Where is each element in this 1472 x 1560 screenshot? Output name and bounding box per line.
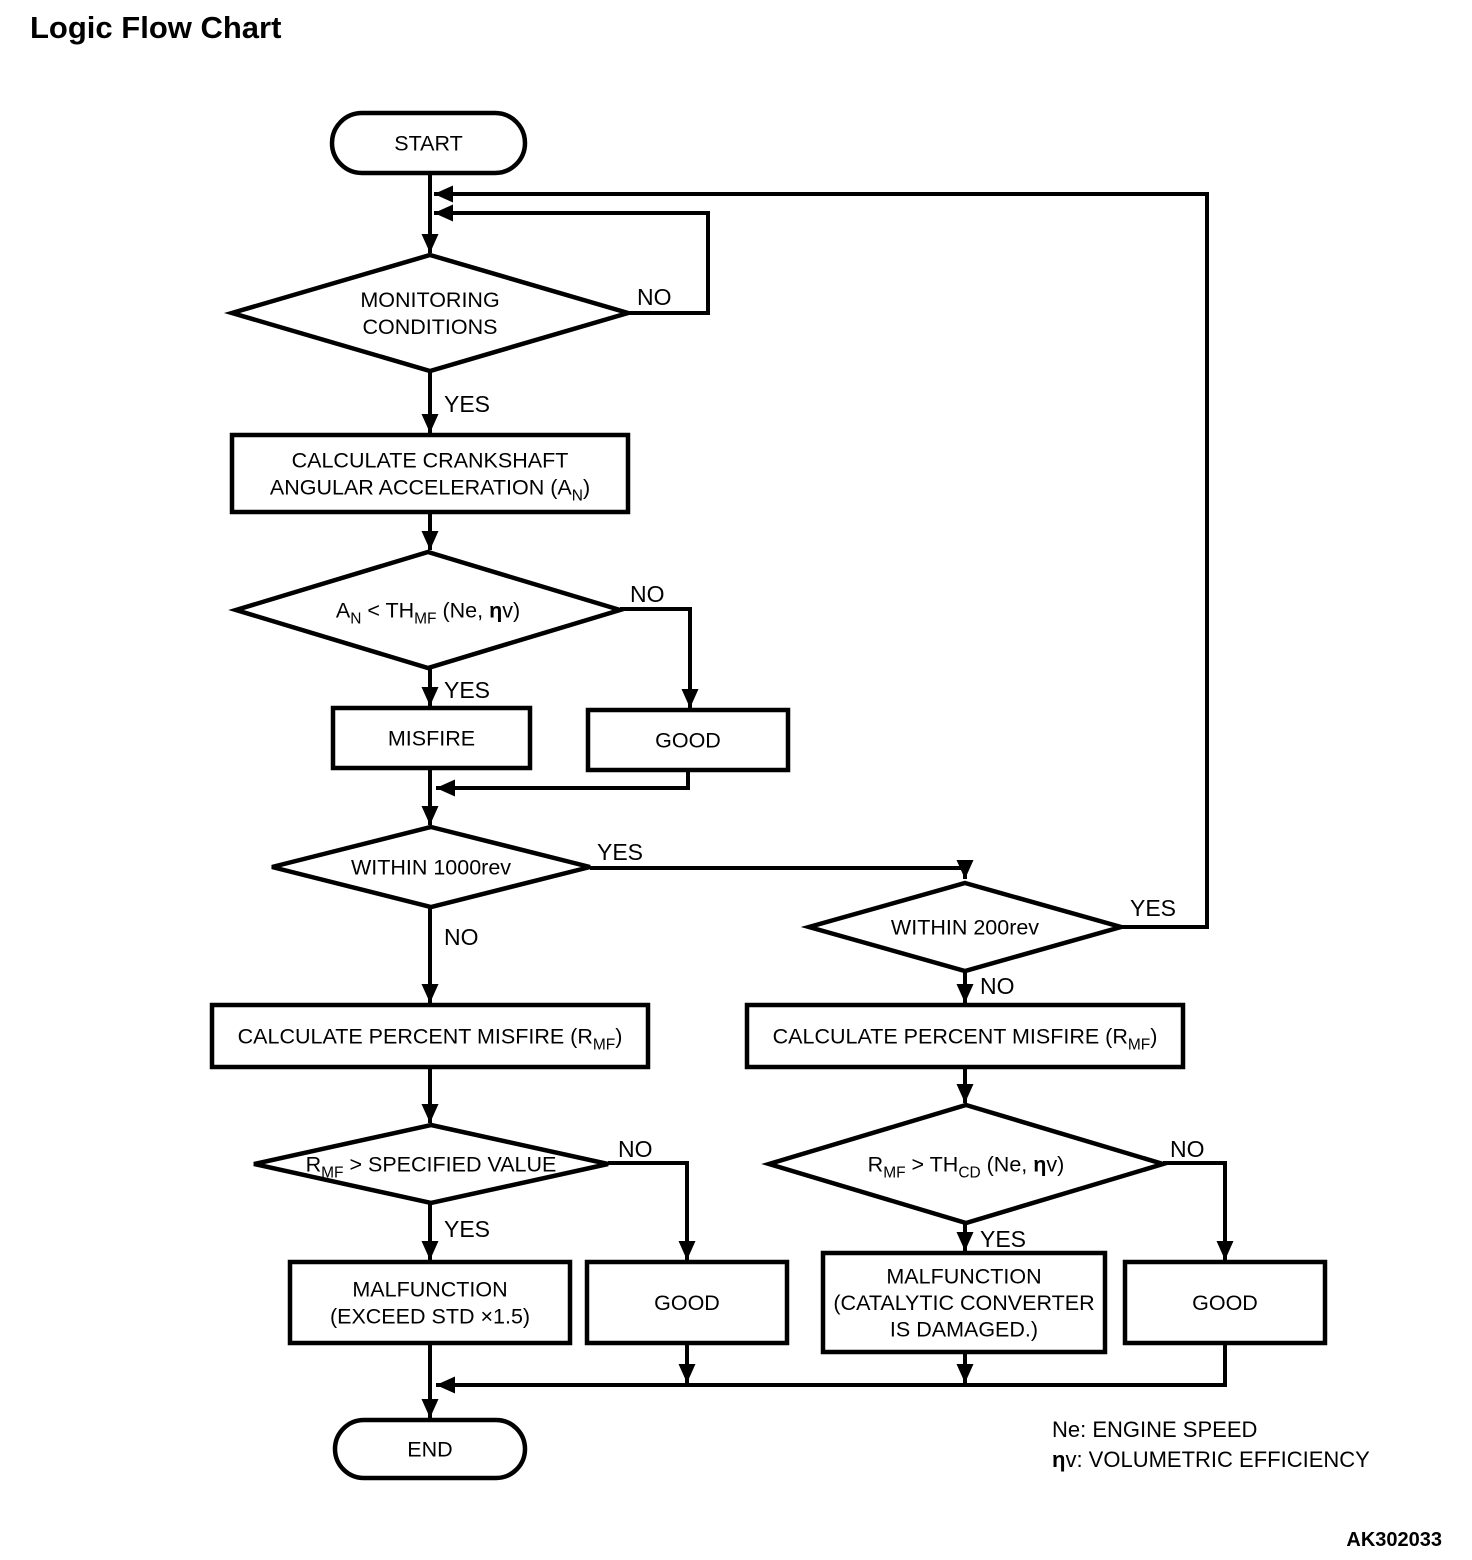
- edge-start-down: [421, 173, 439, 253]
- edge-spec-yes: [421, 1203, 439, 1260]
- edge-malf-left-to-end: [421, 1343, 439, 1418]
- svg-text:NO: NO: [630, 581, 665, 607]
- svg-text:START: START: [394, 132, 463, 156]
- svg-text:WITHIN 200rev: WITHIN 200rev: [891, 916, 1039, 940]
- svg-text:YES: YES: [444, 1216, 490, 1242]
- edge-anth-no: [620, 607, 699, 708]
- svg-text:YES: YES: [444, 677, 490, 703]
- node-within-1000rev: WITHIN 1000rev: [271, 824, 591, 910]
- svg-text:GOOD: GOOD: [654, 1291, 720, 1315]
- svg-text:MALFUNCTION: MALFUNCTION: [352, 1278, 507, 1302]
- svg-text:MISFIRE: MISFIRE: [388, 727, 475, 751]
- svg-text:YES: YES: [1130, 895, 1176, 921]
- edge-loop-200rev-yes: [434, 185, 1209, 929]
- legend-line: ηv: VOLUMETRIC EFFICIENCY: [1052, 1447, 1370, 1472]
- svg-text:AN < THMF (Ne, ηv): AN < THMF (Ne, ηv): [336, 599, 520, 628]
- node-good-1: GOOD: [585, 707, 791, 773]
- svg-text:YES: YES: [597, 839, 643, 865]
- figure-code: AK302033: [1346, 1529, 1442, 1551]
- node-misfire: MISFIRE: [330, 705, 533, 771]
- svg-text:IS DAMAGED.): IS DAMAGED.): [890, 1318, 1038, 1342]
- svg-text:GOOD: GOOD: [1192, 1291, 1258, 1315]
- node-start: START: [329, 110, 528, 176]
- node-rmf-specified-value: RMF > SPECIFIED VALUE: [253, 1122, 609, 1206]
- edge-label-monitoring-yes: YES: [444, 391, 490, 417]
- svg-text:WITHIN 1000rev: WITHIN 1000rev: [351, 856, 511, 880]
- edge-pmleft-down: [421, 1067, 439, 1123]
- svg-text:YES: YES: [980, 1226, 1026, 1252]
- svg-text:RMF > THCD (Ne, ηv): RMF > THCD (Ne, ηv): [868, 1153, 1065, 1182]
- svg-text:(CATALYTIC CONVERTER: (CATALYTIC CONVERTER: [833, 1291, 1094, 1315]
- svg-text:CONDITIONS: CONDITIONS: [363, 315, 498, 339]
- svg-text:GOOD: GOOD: [655, 729, 721, 753]
- svg-text:MONITORING: MONITORING: [360, 288, 499, 312]
- svg-text:MALFUNCTION: MALFUNCTION: [886, 1264, 1041, 1288]
- svg-text:NO: NO: [637, 284, 672, 310]
- svg-text:(EXCEED STD ×1.5): (EXCEED STD ×1.5): [330, 1304, 530, 1328]
- edge-label-spec-no: NO: [618, 1136, 653, 1162]
- edge-label-1000rev-yes: YES: [597, 839, 643, 865]
- legend: Ne: ENGINE SPEED ηv: VOLUMETRIC EFFICIENC…: [1052, 1417, 1370, 1472]
- svg-text:NO: NO: [1170, 1136, 1205, 1162]
- svg-text:END: END: [407, 1438, 452, 1462]
- svg-text:NO: NO: [618, 1136, 653, 1162]
- edge-label-spec-yes: YES: [444, 1216, 490, 1242]
- node-malfunction-catalytic: MALFUNCTION (CATALYTIC CONVERTER IS DAMAGE…: [820, 1250, 1108, 1355]
- edge-spec-no: [608, 1161, 696, 1260]
- node-malfunction-exceed-std: MALFUNCTION(EXCEED STD ×1.5): [287, 1259, 573, 1346]
- edge-label-1000rev-no: NO: [444, 924, 479, 950]
- node-calc-percent-misfire-right: CALCULATE PERCENT MISFIRE (RMF): [744, 1002, 1186, 1070]
- svg-text:CALCULATE PERCENT MISFIRE (RMF: CALCULATE PERCENT MISFIRE (RMF): [238, 1025, 623, 1054]
- node-monitoring-conditions: MONITORING CONDITIONS: [223, 252, 637, 374]
- node-rmf-thcd: RMF > THCD (Ne, ηv): [761, 1102, 1171, 1226]
- edge-misfire-down: [421, 768, 439, 825]
- edge-monitoring-yes: [421, 371, 439, 433]
- edge-label-anth-no: NO: [630, 581, 665, 607]
- edge-label-monitoring-no: NO: [637, 284, 672, 310]
- edge-good3-merge: [436, 1343, 1227, 1394]
- edge-1000rev-yes: [590, 860, 974, 879]
- svg-text:YES: YES: [444, 391, 490, 417]
- edge-label-thcd-no: NO: [1170, 1136, 1205, 1162]
- page-title: Logic Flow Chart: [30, 10, 282, 45]
- node-calc-percent-misfire-left: CALCULATE PERCENT MISFIRE (RMF): [209, 1002, 651, 1070]
- edge-thcd-yes: [956, 1223, 974, 1251]
- node-an-threshold: AN < THMF (Ne, ηv): [228, 549, 628, 671]
- svg-text:Ne: ENGINE SPEED: Ne: ENGINE SPEED: [1052, 1417, 1257, 1442]
- edge-anth-yes: [421, 668, 439, 706]
- edge-label-anth-yes: YES: [444, 677, 490, 703]
- edge-200rev-no: [956, 971, 974, 1003]
- edge-good1-merge: [436, 770, 690, 797]
- edge-good2-down: [678, 1343, 696, 1383]
- svg-text:ANGULAR ACCELERATION (AN): ANGULAR ACCELERATION (AN): [270, 475, 590, 504]
- node-end: END: [332, 1417, 528, 1481]
- node-good-2: GOOD: [584, 1259, 790, 1346]
- svg-text:ηv: VOLUMETRIC EFFICIENCY: ηv: VOLUMETRIC EFFICIENCY: [1052, 1447, 1370, 1472]
- edge-loop-monitoring-no: [434, 204, 710, 315]
- edge-label-thcd-yes: YES: [980, 1226, 1026, 1252]
- svg-text:NO: NO: [444, 924, 479, 950]
- svg-text:CALCULATE CRANKSHAFT: CALCULATE CRANKSHAFT: [292, 449, 569, 473]
- edge-label-200rev-no: NO: [980, 973, 1015, 999]
- edge-thcd-no: [1163, 1161, 1234, 1260]
- legend-line: Ne: ENGINE SPEED: [1052, 1417, 1257, 1442]
- svg-text:RMF > SPECIFIED VALUE: RMF > SPECIFIED VALUE: [306, 1153, 557, 1182]
- edge-calc-to-anth: [421, 512, 439, 550]
- edge-pmright-down: [956, 1067, 974, 1103]
- node-good-3: GOOD: [1122, 1259, 1328, 1346]
- edge-label-200rev-yes: YES: [1130, 895, 1176, 921]
- node-within-200rev: WITHIN 200rev: [800, 880, 1130, 974]
- svg-text:CALCULATE PERCENT MISFIRE (RMF: CALCULATE PERCENT MISFIRE (RMF): [773, 1025, 1158, 1054]
- edge-malf-catalytic-down: [956, 1352, 974, 1383]
- svg-text:NO: NO: [980, 973, 1015, 999]
- edge-1000rev-no: [421, 907, 439, 1003]
